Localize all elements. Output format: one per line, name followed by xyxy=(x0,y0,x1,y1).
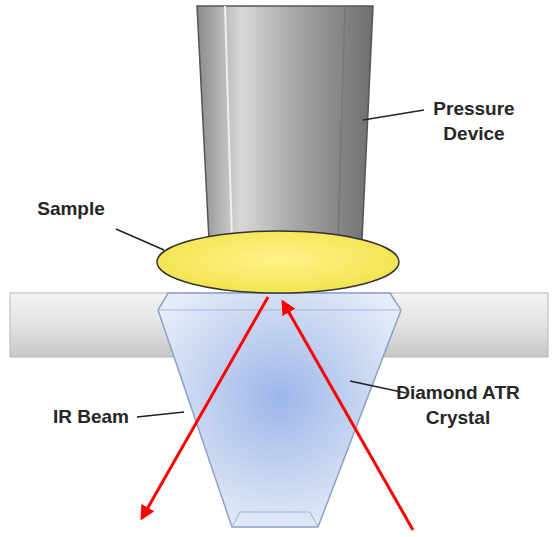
pressure-device xyxy=(197,6,373,240)
diamond-crystal xyxy=(158,293,401,527)
part-label: IR Beam xyxy=(48,404,134,429)
part-label: Diamond ATR Crystal xyxy=(396,380,520,430)
sample-disc xyxy=(157,231,399,293)
crystal-facets xyxy=(158,310,401,527)
device-highlight xyxy=(225,6,232,240)
leader-line xyxy=(363,110,424,120)
ir-beam-in xyxy=(283,302,413,530)
leader-line xyxy=(116,229,164,250)
device-shade xyxy=(338,6,345,240)
part-label: Sample xyxy=(30,196,112,221)
leader-line xyxy=(137,412,184,417)
ir-beam-out xyxy=(142,297,268,518)
part-label: Pressure Device xyxy=(418,96,530,146)
